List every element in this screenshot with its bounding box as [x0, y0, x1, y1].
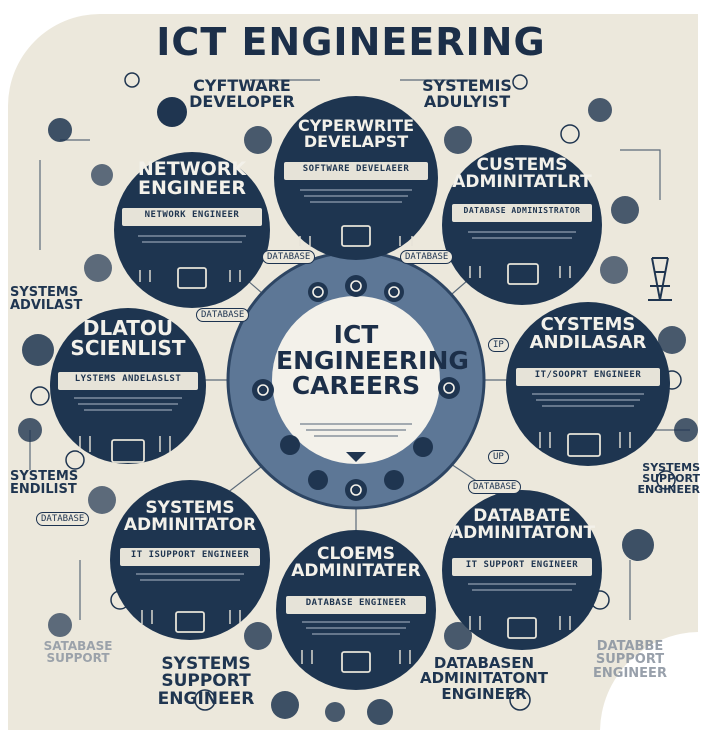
database-pill: DATABASE: [196, 308, 250, 322]
gear-icon: [244, 622, 272, 650]
monitor-icon: [567, 433, 601, 457]
page-title: ICT ENGINEERING: [156, 20, 546, 64]
circle-bottom-left-title: SYSTEMS ADMINITATOR: [123, 498, 257, 536]
ring-icons: [252, 275, 460, 501]
outer-label-top-left: CYFTWARE DEVELOPER: [189, 76, 295, 112]
gear-icon: [271, 691, 299, 719]
database-icon: [88, 486, 116, 514]
circle-left-title: DLATOU SCIENLIST: [70, 316, 186, 361]
up-pill: UP: [488, 450, 509, 464]
outer-label-top-right: SYSTEMIS ADULYIST: [422, 76, 512, 112]
database-pill: DATABASE: [262, 250, 316, 264]
gear-icon: [588, 98, 612, 122]
circle-right-subtitle: IT/SOOPRT ENGINEER: [534, 370, 642, 380]
cloud-icon: [244, 126, 272, 154]
laptop-icon: [507, 617, 537, 639]
center-title: ICT ENGINEERING CAREERS: [276, 320, 469, 400]
circle-top-title: CYPERWRITE DEVELAPST: [297, 116, 415, 152]
circle-top-right: [442, 145, 602, 305]
outer-label-left-lower: SYSTEMS ENDILIST: [10, 469, 79, 498]
circle-left-subtitle: LYSTEMS ANDELASLST: [74, 374, 182, 384]
circle-top-right-subtitle: DATABASE ADMINISTRATOR: [463, 206, 581, 215]
gear-icon: [48, 118, 72, 142]
circle-top-left-subtitle: NETWORK ENGINEER: [144, 210, 240, 220]
server-icon: [91, 164, 113, 186]
center-core: [272, 296, 440, 464]
outer-label-right-lower: SYSTEMS SUPPORT ENGINEER: [637, 461, 700, 497]
circle-bottom-title: CLOEMS ADMINITATER: [291, 544, 421, 582]
lock-icon: [18, 418, 42, 442]
database-pill: DATABASE: [36, 512, 90, 526]
chip-icon: [622, 529, 654, 561]
laptop-icon: [341, 651, 371, 673]
circle-body-lines: [74, 189, 644, 635]
outer-label-bottom-left-faded: SATABASE SUPPORT: [43, 639, 113, 666]
globe-icon: [22, 334, 54, 366]
center-text-lines: [300, 423, 412, 437]
circle-top-subtitle: SOFTWARE DEVELAEER: [302, 164, 410, 174]
gear-icon: [157, 97, 187, 127]
network-icon: [611, 196, 639, 224]
outer-label-left-upper: SYSTEMS ADVILAST: [10, 285, 83, 314]
monitor-icon: [367, 699, 393, 725]
circle-bottom-subtitle: DATABASE ENGINEER: [305, 598, 407, 608]
laptop-icon: [341, 225, 371, 247]
database-pill: DATABASE: [468, 480, 522, 494]
chip-icon: [325, 702, 345, 722]
monitor-icon: [84, 254, 112, 282]
outer-label-bottom-left: SYSTEMS SUPPORT ENGINEER: [157, 654, 255, 709]
circle-bottom-right-subtitle: IT SUPPORT ENGINEER: [465, 560, 579, 570]
monitor-icon: [177, 267, 207, 289]
database-pill: DATABASE: [400, 250, 454, 264]
center-line-2: ENGINEERING: [276, 345, 469, 375]
monitor-icon: [507, 263, 539, 285]
shield-icon: [444, 126, 472, 154]
ip-pill: IP: [488, 338, 509, 352]
circle-bottom-right-title: DATABATE ADMINITATONT: [450, 506, 596, 544]
monitor-icon: [111, 439, 145, 463]
circle-top-right-title: CUSTEMS ADMINITATLRT: [452, 155, 592, 193]
scattered-icons: [18, 97, 698, 725]
laptop-icon: [444, 622, 472, 650]
center-line-1: ICT: [333, 320, 379, 349]
circle-top-left: [114, 152, 270, 308]
gear-icon: [658, 326, 686, 354]
subtitle-banners: [58, 162, 660, 614]
cloud-icon: [600, 256, 628, 284]
outer-label-bottom-right-faded: DATABBE SUPPORT ENGINEER: [593, 639, 667, 681]
lock-icon: [674, 418, 698, 442]
laptop-icon: [175, 611, 205, 633]
tower-icon: [648, 257, 672, 301]
circle-bottom-left-subtitle: IT ISUPPORT ENGINEER: [130, 550, 250, 560]
device-icons: [111, 225, 601, 673]
center-line-3: CAREERS: [291, 371, 421, 400]
outer-label-bottom-center: DATABASEN ADMINITATONT ENGINEER: [420, 654, 548, 703]
server-icon: [48, 613, 72, 637]
circle-top-left-title: NETWORK ENGINEER: [137, 158, 247, 200]
bar-ticks: [79, 236, 631, 664]
circle-right-title: CYSTEMS ANDILASAR: [529, 314, 647, 354]
